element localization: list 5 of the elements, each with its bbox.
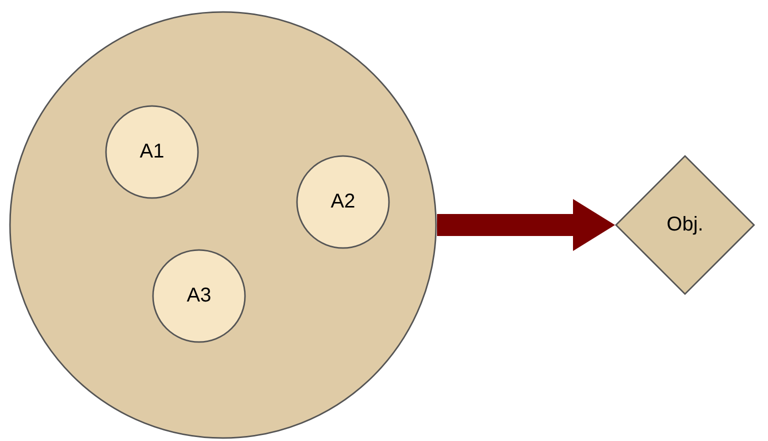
node-label: A2 [330,190,356,212]
node-label: A1 [140,140,164,162]
node-label: Obj. [666,214,704,236]
node-label: A3 [186,284,212,306]
arrow [437,199,615,251]
